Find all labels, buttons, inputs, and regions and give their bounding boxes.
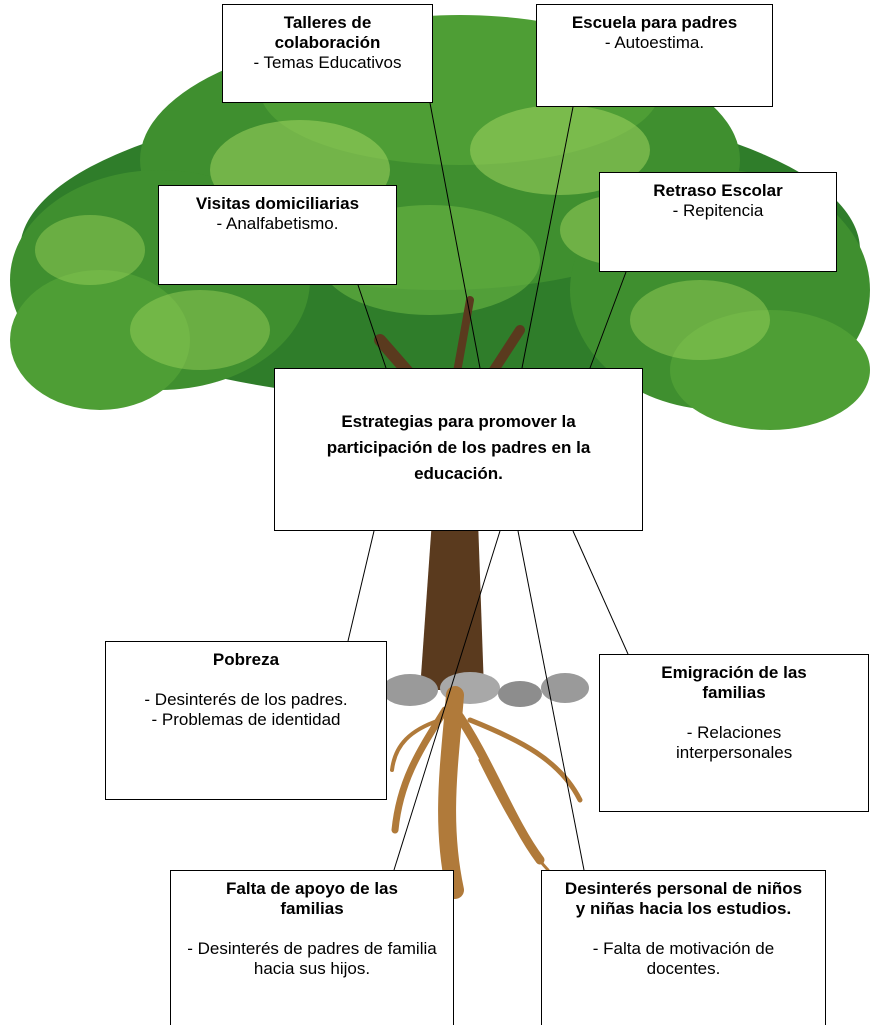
problem-item: - Problemas de identidad [112, 710, 380, 730]
strategy-title: Retraso Escolar [606, 181, 830, 201]
problem-item: - Relaciones interpersonales [606, 723, 862, 763]
strategy-box-escuela: Escuela para padres - Autoestima. [536, 4, 773, 107]
strategy-title: Visitas domiciliarias [165, 194, 390, 214]
problem-title: Falta de apoyo de las familias [177, 879, 447, 919]
strategy-box-retraso: Retraso Escolar - Repitencia [599, 172, 837, 272]
strategy-title: Talleres de colaboración [229, 13, 426, 53]
problem-title: Desinterés personal de niños y niñas hac… [548, 879, 819, 919]
strategy-item: - Autoestima. [543, 33, 766, 53]
problem-item: - Desinterés de los padres. [112, 690, 380, 710]
problem-box-pobreza: Pobreza - Desinterés de los padres. - Pr… [105, 641, 387, 800]
center-strategy-box: Estrategias para promover la participaci… [274, 368, 643, 531]
problem-box-emigracion: Emigración de las familias - Relaciones … [599, 654, 869, 812]
center-title: Estrategias para promover la participaci… [327, 412, 591, 483]
rocks [382, 672, 589, 707]
strategy-item: - Temas Educativos [229, 53, 426, 73]
tree-trunk [420, 520, 484, 690]
strategy-title: Escuela para padres [543, 13, 766, 33]
problem-title: Pobreza [112, 650, 380, 670]
tree-roots [392, 695, 580, 890]
strategy-item: - Analfabetismo. [165, 214, 390, 234]
spacer [112, 670, 380, 690]
problem-item: - Desinterés de padres de familia hacia … [177, 939, 447, 979]
spacer [606, 703, 862, 723]
spacer [548, 919, 819, 939]
spacer [177, 919, 447, 939]
strategy-box-talleres: Talleres de colaboración - Temas Educati… [222, 4, 433, 103]
problem-box-falta-apoyo: Falta de apoyo de las familias - Desinte… [170, 870, 454, 1025]
problem-title: Emigración de las familias [606, 663, 862, 703]
strategy-box-visitas: Visitas domiciliarias - Analfabetismo. [158, 185, 397, 285]
strategy-item: - Repitencia [606, 201, 830, 221]
problem-item: - Falta de motivación de docentes. [548, 939, 819, 979]
problem-box-desinteres: Desinterés personal de niños y niñas hac… [541, 870, 826, 1025]
